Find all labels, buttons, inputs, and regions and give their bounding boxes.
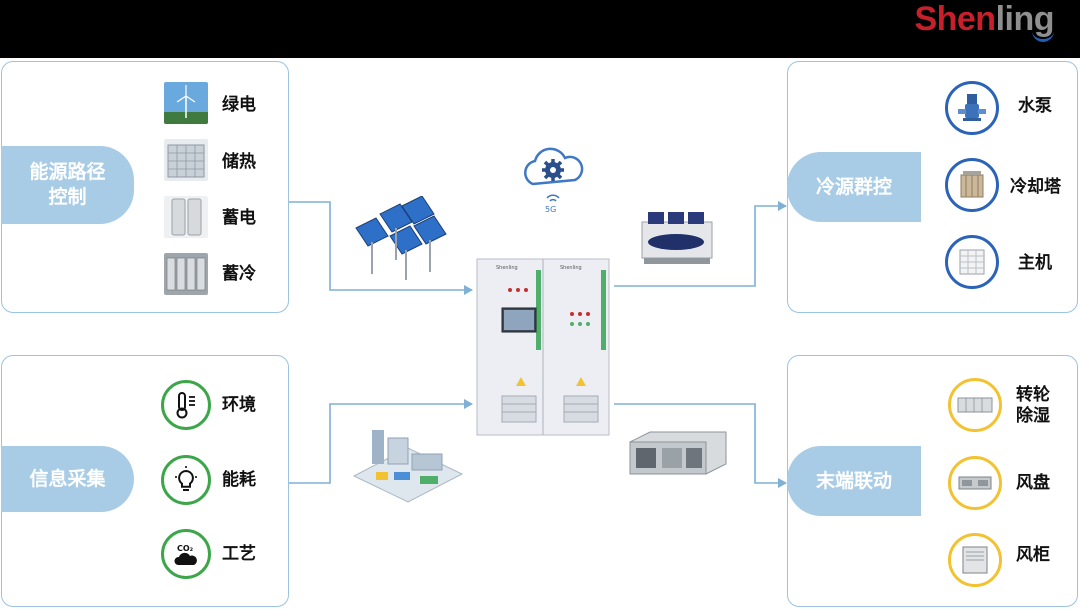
item-label-green-power: 绿电: [222, 95, 256, 115]
cloud-5g-label: 5G: [545, 205, 557, 214]
tag-energy-path: 能源路径 控制: [1, 146, 134, 224]
item-label-chiller: 主机: [1018, 253, 1052, 273]
item-label-heat-storage: 储热: [222, 152, 256, 172]
lightbulb-ring: [161, 455, 211, 505]
tag-terminal: 末端联动: [787, 446, 921, 516]
cooling-tower-ring: [945, 158, 999, 212]
solar-panels-icon: [355, 196, 447, 280]
item-label-desiccant-wheel-line1: 转轮: [1016, 385, 1050, 405]
arrow-cabinet-to-terminal: [614, 403, 787, 488]
brand-swoosh-icon: [1032, 30, 1054, 42]
item-label-water-pump: 水泵: [1018, 96, 1052, 116]
cloud-5g-icon: [524, 147, 584, 202]
cold-storage-photo: [164, 253, 208, 295]
brand-name-part1: Shen: [914, 0, 996, 38]
lightbulb-icon: [175, 466, 197, 491]
arrow-info-to-cabinet: [289, 399, 473, 484]
water-pump-icon: [958, 94, 986, 121]
battery-cabinet-photo: [164, 196, 208, 238]
item-label-desiccant-wheel-line2: 除湿: [1016, 406, 1050, 427]
item-label-process: 工艺: [222, 544, 256, 564]
chiller-unit-icon: [959, 249, 985, 275]
desiccant-wheel-ring: [948, 378, 1002, 432]
item-label-cold-storage: 蓄冷: [222, 264, 256, 284]
item-label-air-handling-unit: 风柜: [1016, 545, 1050, 565]
tag-terminal-text: 末端联动: [815, 469, 892, 492]
item-label-desiccant-wheel: 转轮 除湿: [1016, 385, 1050, 428]
air-handling-unit-icon: [962, 546, 988, 574]
thermometer-icon: [176, 392, 195, 419]
item-label-battery: 蓄电: [222, 208, 256, 228]
wind-turbine-photo: [164, 82, 208, 124]
desiccant-wheel-icon: [957, 397, 993, 413]
tag-info-collection: 信息采集: [1, 446, 134, 512]
tag-cold-source: 冷源群控: [787, 152, 921, 222]
control-cabinet-icon: [476, 258, 610, 436]
top-bar: Shenling: [0, 0, 1080, 58]
arrow-cabinet-to-cold: [614, 201, 787, 287]
cooling-tower-icon: [960, 171, 984, 198]
arrow-energy-to-cabinet: [289, 201, 473, 295]
air-handling-unit-ring: [948, 533, 1002, 587]
fan-coil-icon: [958, 476, 992, 490]
tag-cold-source-text: 冷源群控: [815, 175, 892, 198]
co2-cloud-ring: CO₂: [161, 529, 211, 579]
chiller-unit-ring: [945, 235, 999, 289]
cabinet-brand-right: Shenling: [560, 265, 582, 271]
co2-cloud-icon: CO₂: [174, 544, 197, 565]
fan-coil-ring: [948, 456, 1002, 510]
heat-storage-tank-photo: [164, 139, 208, 181]
item-label-fan-coil: 风盘: [1016, 473, 1050, 493]
cabinet-brand-left: Shenling: [496, 265, 518, 271]
factory-campus-icon: [352, 430, 464, 503]
item-label-environment: 环境: [222, 395, 256, 415]
item-label-energy-consumption: 能耗: [222, 470, 256, 490]
control-cabinet: Shenling Shenling: [476, 258, 610, 436]
tag-energy-path-line2: 控制: [48, 186, 87, 208]
air-handling-box-icon: [629, 431, 727, 475]
water-pump-ring: [945, 81, 999, 135]
svg-text:CO₂: CO₂: [177, 544, 194, 553]
item-label-cooling-tower: 冷却塔: [1010, 177, 1061, 197]
thermometer-ring: [161, 380, 211, 430]
chiller-machine-icon: [641, 212, 713, 264]
tag-info-collection-text: 信息采集: [29, 467, 106, 490]
tag-energy-path-line1: 能源路径: [29, 161, 106, 184]
